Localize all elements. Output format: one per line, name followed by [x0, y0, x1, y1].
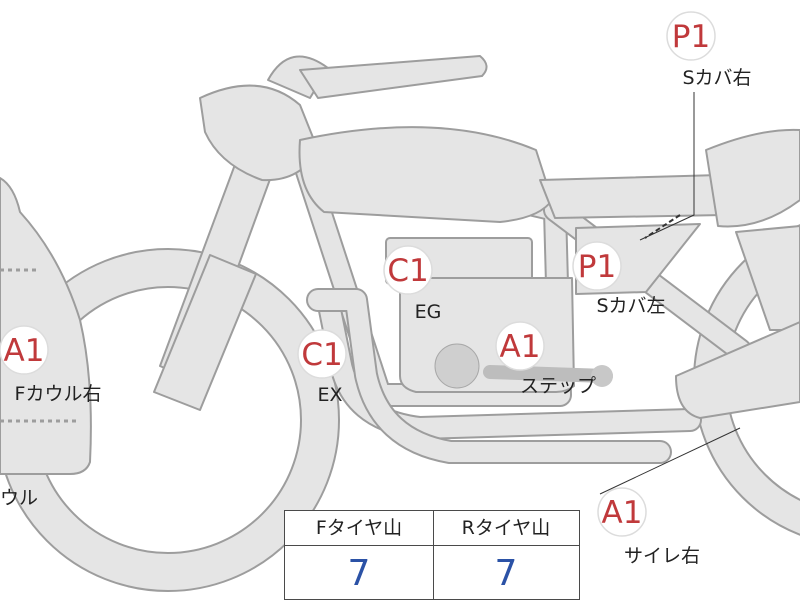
- rear-tire-column: Rタイヤ山 7: [433, 511, 579, 599]
- svg-text:Sカバ右: Sカバ右: [682, 67, 751, 89]
- svg-text:C1: C1: [301, 337, 342, 373]
- front-tire-header: Fタイヤ山: [285, 511, 433, 546]
- front-tire-value: 7: [347, 553, 371, 594]
- marker-a1-silencer-right: A1 サイレ右: [597, 487, 700, 567]
- svg-text:A1: A1: [602, 495, 643, 531]
- front-cowl: [0, 177, 92, 475]
- muffler: [675, 321, 800, 419]
- seat: [539, 174, 730, 219]
- svg-text:EG: EG: [415, 301, 442, 323]
- marker-p1-s-cover-left: P1 Sカバ左: [572, 241, 666, 317]
- fragment-label-cowl: ウル: [0, 487, 38, 509]
- rear-tire-value: 7: [494, 553, 518, 594]
- fuel-tank: [298, 126, 553, 223]
- side-cover-right-shadow: [735, 225, 800, 331]
- svg-text:ステップ: ステップ: [520, 375, 596, 397]
- tail: [705, 128, 800, 228]
- svg-text:P1: P1: [578, 249, 616, 285]
- svg-text:P1: P1: [672, 19, 710, 55]
- marker-c1-ex: C1 EX: [297, 329, 347, 406]
- step-bar: [483, 365, 613, 383]
- svg-text:A1: A1: [4, 333, 45, 369]
- svg-text:C1: C1: [387, 253, 428, 289]
- tire-tread-table: Fタイヤ山 7 Rタイヤ山 7: [284, 510, 580, 600]
- marker-a1-step: A1 ステップ: [495, 321, 596, 397]
- marker-p1-s-cover-right: P1 Sカバ右: [666, 11, 752, 89]
- front-tire-column: Fタイヤ山 7: [285, 511, 434, 599]
- svg-text:EX: EX: [317, 384, 342, 406]
- leader-line-s-cover-right: [639, 92, 695, 241]
- svg-text:サイレ右: サイレ右: [624, 545, 700, 567]
- marker-a1-f-cowl-right: A1 Fカウル右: [0, 325, 102, 405]
- rear-tire-header: Rタイヤ山: [433, 511, 579, 546]
- leader-line-silencer: [599, 427, 741, 495]
- svg-text:A1: A1: [500, 329, 541, 365]
- svg-text:Fカウル右: Fカウル右: [15, 383, 102, 405]
- marker-c1-eg: C1 EG: [383, 245, 442, 323]
- svg-text:Sカバ左: Sカバ左: [596, 295, 665, 317]
- handlebar: [299, 55, 488, 99]
